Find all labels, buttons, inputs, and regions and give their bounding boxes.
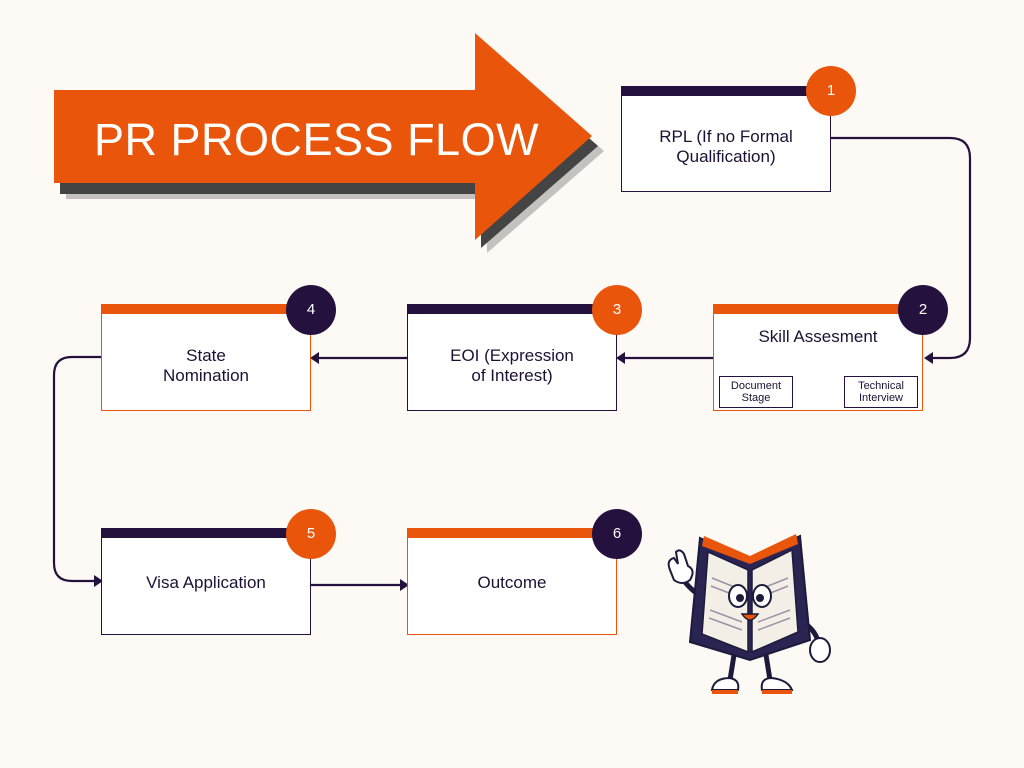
- page-title: PR PROCESS FLOW: [94, 114, 540, 165]
- book-mascot-icon: [667, 534, 831, 694]
- step-label: EOI (Expression of Interest): [450, 346, 574, 385]
- step-rpl: RPL (If no Formal Qualification): [621, 86, 831, 192]
- step-visa-application: Visa Application: [101, 528, 311, 635]
- step-header-bar: [621, 86, 831, 96]
- step-number-badge-1: 1: [806, 66, 856, 116]
- step-header-bar: [101, 304, 311, 314]
- step-label: Outcome: [477, 573, 547, 592]
- step-header-bar: [101, 528, 311, 538]
- step-number-badge-5: 5: [286, 509, 336, 559]
- step-header-bar: [407, 528, 617, 538]
- step-outcome: Outcome: [407, 528, 617, 635]
- step-eoi: EOI (Expression of Interest): [407, 304, 617, 411]
- step-label: State Nomination: [163, 346, 249, 385]
- step-number-badge-6: 6: [592, 509, 642, 559]
- sub-item-document-stage: Document Stage: [719, 376, 793, 408]
- step-skill-assessment: Skill Assesment Document Stage Technical…: [713, 304, 923, 411]
- step-label: Skill Assesment: [758, 327, 878, 346]
- step-label: RPL (If no Formal Qualification): [659, 127, 793, 166]
- step-number-badge-3: 3: [592, 285, 642, 335]
- title-arrow: [54, 33, 604, 253]
- step-number-badge-4: 4: [286, 285, 336, 335]
- step-header-bar: [407, 304, 617, 314]
- sub-item-technical-interview: Technical Interview: [844, 376, 918, 408]
- step-label: Visa Application: [146, 573, 266, 592]
- step-state-nomination: State Nomination: [101, 304, 311, 411]
- step-number-badge-2: 2: [898, 285, 948, 335]
- step-header-bar: [713, 304, 923, 314]
